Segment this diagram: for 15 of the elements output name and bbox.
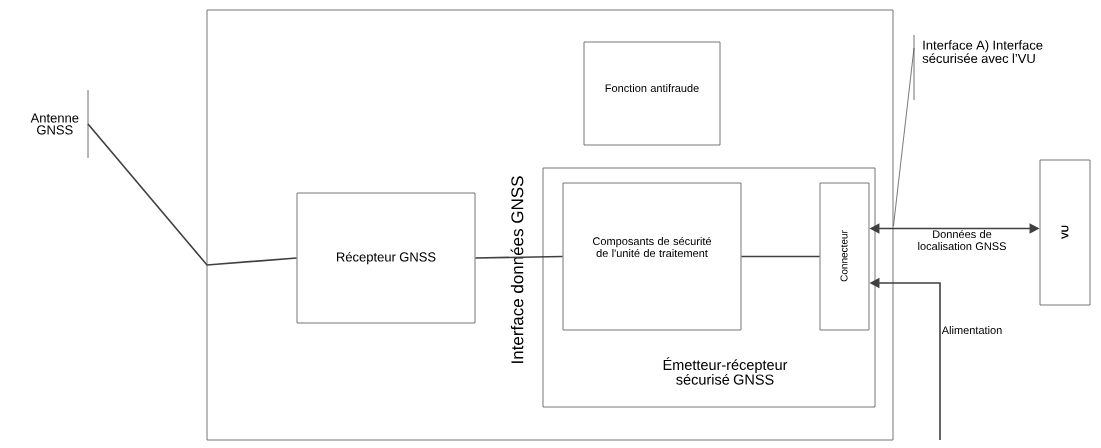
unit-box [206,9,894,441]
vu-box: VU [1039,159,1091,306]
component-box: Composants de sécurité de l'unité de traitement [562,182,742,331]
leader-line [893,47,915,227]
antenna-label: Antenne GNSS [30,89,89,159]
function-box: Fonction antifraude [583,41,721,146]
receiver-box: Récepteur GNSS [296,192,476,324]
edge-label: Données de localisation GNSS [918,229,1006,251]
edge-label: Alimentation [941,325,1002,335]
interface-label: Interface A) Interface sécurisée avec l’VU [913,34,1043,101]
connector-box: Connecteur [819,182,870,331]
rotated-label: Interface données GNSS [510,176,524,363]
connector-line [474,255,564,259]
connector-line [87,123,298,266]
connector-line [740,255,821,258]
